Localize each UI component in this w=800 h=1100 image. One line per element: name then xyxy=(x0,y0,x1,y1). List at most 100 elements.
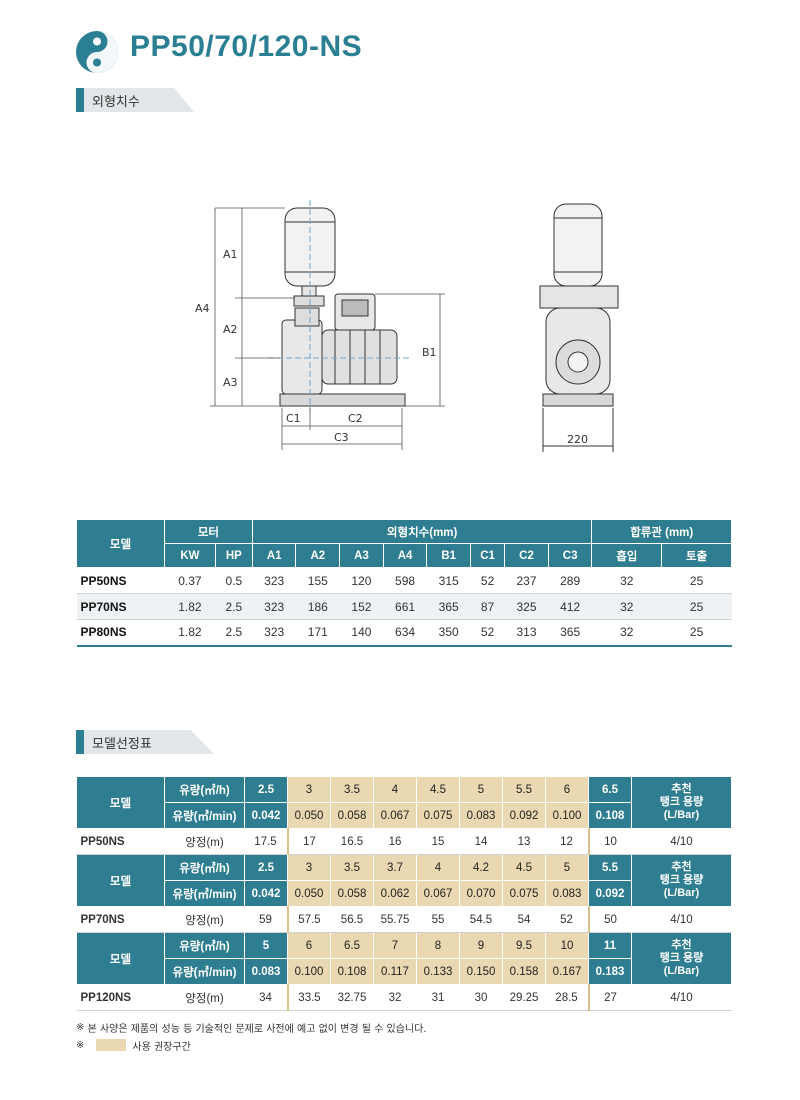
flow-h-cell: 9 xyxy=(459,932,503,959)
flow-min-cell: 0.050 xyxy=(287,880,331,907)
head-cell: 31 xyxy=(416,984,460,1011)
head-cell: 28.5 xyxy=(545,984,589,1011)
flow-h-cell: 3.5 xyxy=(330,854,374,881)
header-model: 모델 xyxy=(76,519,165,568)
flow-min-cell: 0.150 xyxy=(459,958,503,985)
head-cell: 17 xyxy=(286,828,331,855)
model-header: 모델 xyxy=(76,854,165,907)
flow-h-cell: 3.7 xyxy=(373,854,417,881)
flow-h-cell: 3.5 xyxy=(330,776,374,803)
label-c3: C3 xyxy=(334,431,349,444)
tank-value: 4/10 xyxy=(631,906,732,933)
flow-h-cell: 3 xyxy=(287,854,331,881)
flow-h-cell: 6 xyxy=(545,776,589,803)
head-cell: 13 xyxy=(502,828,546,855)
head-cell: 16.5 xyxy=(330,828,374,855)
flow-min-cell: 0.158 xyxy=(502,958,546,985)
head-cell: 56.5 xyxy=(330,906,374,933)
model-header: 모델 xyxy=(76,776,165,829)
flow-h-cell: 4.5 xyxy=(416,776,460,803)
flow-min-cell: 0.167 xyxy=(545,958,589,985)
model-header: 모델 xyxy=(76,932,165,985)
head-cell: 17.5 xyxy=(244,828,288,855)
label-a4: A4 xyxy=(195,302,210,315)
front-view-drawing xyxy=(539,203,619,452)
flow-min-cell: 0.067 xyxy=(373,802,417,829)
head-cell: 32 xyxy=(373,984,417,1011)
flow-h-cell: 8 xyxy=(416,932,460,959)
flow-h-cell: 9.5 xyxy=(502,932,546,959)
header-dimensions: 외형치수(mm) xyxy=(251,519,593,544)
head-cell: 34 xyxy=(244,984,288,1011)
brand-logo-icon xyxy=(76,31,118,73)
flow-min-cell: 0.067 xyxy=(416,880,460,907)
model-name: PP70NS xyxy=(76,906,165,933)
flow-h-cell: 6.5 xyxy=(588,776,632,803)
note-legend: ※사용 권장구간 xyxy=(76,1039,191,1053)
label-width-220: 220 xyxy=(567,433,588,446)
label-a1: A1 xyxy=(223,248,238,261)
flow-h-cell: 6.5 xyxy=(330,932,374,959)
flow-min-label: 유량(㎥/min) xyxy=(164,802,245,829)
page-title: PP50/70/120-NS xyxy=(130,30,363,63)
flow-min-cell: 0.133 xyxy=(416,958,460,985)
flow-h-cell: 2.5 xyxy=(244,854,288,881)
head-cell: 54.5 xyxy=(459,906,503,933)
flow-h-label: 유량(㎥/h) xyxy=(164,932,245,959)
label-b1: B1 xyxy=(422,346,437,359)
flow-h-cell: 2.5 xyxy=(244,776,288,803)
flow-h-cell: 4.2 xyxy=(459,854,503,881)
head-cell: 32.75 xyxy=(330,984,374,1011)
head-cell: 12 xyxy=(545,828,589,855)
tank-value: 4/10 xyxy=(631,828,732,855)
flow-min-cell: 0.117 xyxy=(373,958,417,985)
notes: ※ 본 사양은 제품의 성능 등 기술적인 문제로 사전에 예고 없이 변경 될… xyxy=(76,1018,426,1054)
section-label-dimensions: 외형치수 xyxy=(76,88,194,112)
flow-h-cell: 10 xyxy=(545,932,589,959)
pump-dimension-drawing: A1 A2 A3 A4 B1 C1 C2 C3 220 xyxy=(195,200,619,452)
flow-min-cell: 0.108 xyxy=(588,802,632,829)
dimension-lines xyxy=(210,207,445,450)
head-cell: 27 xyxy=(587,984,632,1011)
head-cell: 52 xyxy=(545,906,589,933)
head-cell: 50 xyxy=(587,906,632,933)
head-cell: 54 xyxy=(502,906,546,933)
tank-value: 4/10 xyxy=(631,984,732,1011)
flow-min-cell: 0.070 xyxy=(459,880,503,907)
head-cell: 29.25 xyxy=(502,984,546,1011)
model-name: PP120NS xyxy=(76,984,165,1011)
flow-h-cell: 7 xyxy=(373,932,417,959)
flow-h-cell: 5 xyxy=(244,932,288,959)
flow-h-label: 유량(㎥/h) xyxy=(164,854,245,881)
flow-h-cell: 4 xyxy=(416,854,460,881)
head-label: 양정(m) xyxy=(164,984,245,1011)
head-cell: 10 xyxy=(587,828,632,855)
flow-h-cell: 5.5 xyxy=(588,854,632,881)
head-cell: 30 xyxy=(459,984,503,1011)
flow-h-cell: 4.5 xyxy=(502,854,546,881)
head-cell: 14 xyxy=(459,828,503,855)
flow-h-cell: 5 xyxy=(545,854,589,881)
label-c1: C1 xyxy=(286,412,301,425)
flow-h-cell: 3 xyxy=(287,776,331,803)
head-label: 양정(m) xyxy=(164,828,245,855)
flow-min-cell: 0.083 xyxy=(244,958,288,985)
flow-min-cell: 0.062 xyxy=(373,880,417,907)
flow-min-cell: 0.058 xyxy=(330,880,374,907)
flow-min-cell: 0.075 xyxy=(502,880,546,907)
dimension-table: 모델 모터 외형치수(mm) 합류관 (mm) KW HP A1 A2 A3 A… xyxy=(76,519,732,647)
flow-min-cell: 0.083 xyxy=(545,880,589,907)
flow-min-cell: 0.100 xyxy=(287,958,331,985)
flow-min-cell: 0.100 xyxy=(545,802,589,829)
